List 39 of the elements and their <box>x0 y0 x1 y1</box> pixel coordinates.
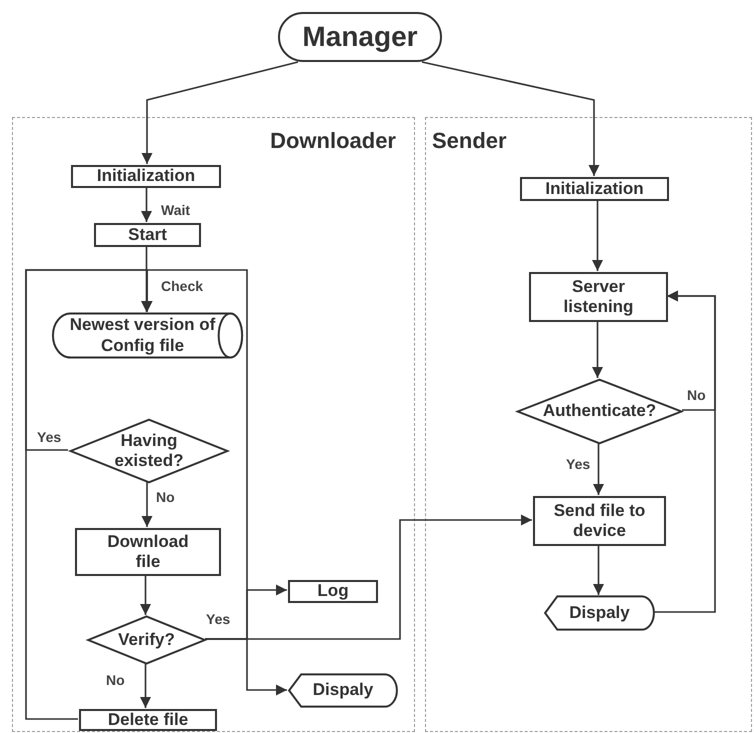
arrow <box>140 187 152 222</box>
edge-label: No <box>105 673 126 687</box>
process-box: Send file to device <box>533 496 666 546</box>
edge-label: Check <box>160 279 204 293</box>
arrow <box>141 61 298 164</box>
lane-title: Sender <box>432 127 507 155</box>
edge-label: No <box>155 490 176 504</box>
arrow <box>592 545 604 595</box>
process-box: Server listening <box>529 272 668 322</box>
process-box: Initialization <box>520 177 669 201</box>
arrow <box>140 663 152 708</box>
decision-diamond: Authenticate? <box>516 379 683 444</box>
arrow <box>25 269 153 720</box>
arrow <box>140 575 152 615</box>
lane-title: Downloader <box>270 127 396 155</box>
display-shape: Dispaly <box>288 674 398 707</box>
edge-label: Yes <box>565 457 592 471</box>
display-shape: Dispaly <box>544 596 655 630</box>
storage-cylinder: Newest version of Config file <box>51 313 246 358</box>
arrow <box>592 200 604 271</box>
edge-label: No <box>686 388 707 402</box>
arrow <box>422 61 600 176</box>
process-box: Log <box>288 580 378 603</box>
process-box: Initialization <box>71 165 221 188</box>
arrow <box>592 321 604 378</box>
process-box: Delete file <box>79 709 217 731</box>
edge-label: Yes <box>36 430 62 444</box>
arrow <box>141 482 153 527</box>
decision-diamond: Verify? <box>87 616 206 664</box>
lane-panel <box>425 117 752 732</box>
lane-panel <box>12 117 415 732</box>
process-box: Download file <box>75 528 221 576</box>
decision-diamond: Having existed? <box>69 419 229 483</box>
arrow <box>654 290 716 613</box>
arrow <box>592 443 604 495</box>
edge-label: Yes <box>205 612 232 626</box>
edge-label: Wait <box>160 203 192 217</box>
process-box: Start <box>94 223 201 247</box>
terminal-box: Manager <box>278 12 442 62</box>
